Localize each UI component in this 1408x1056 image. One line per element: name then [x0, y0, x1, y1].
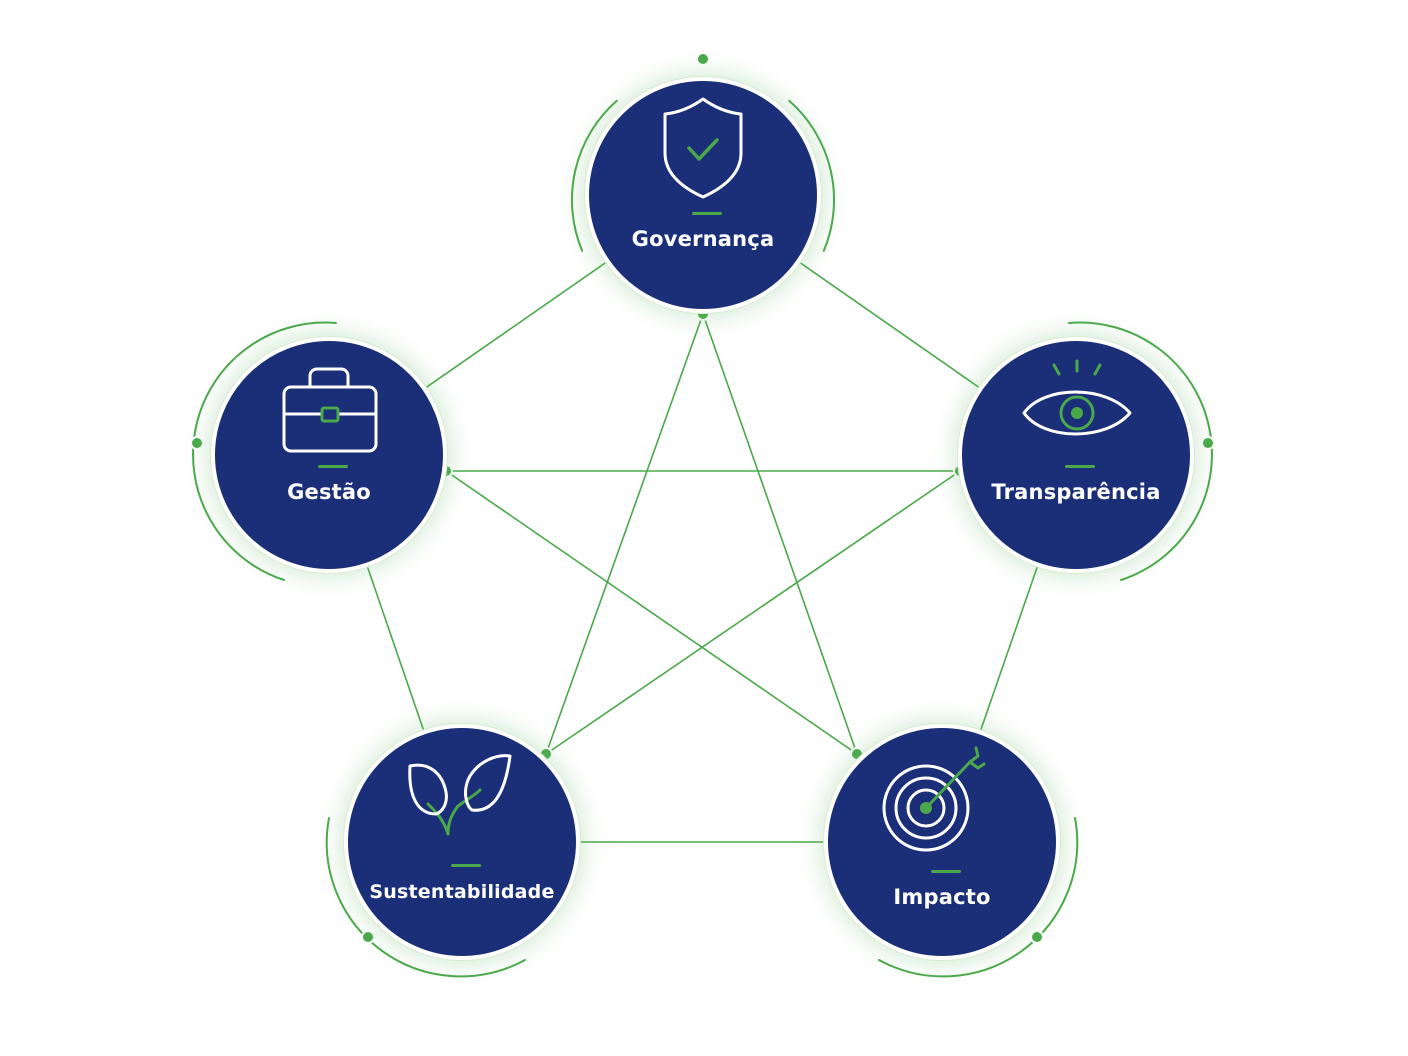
accent-dash: [451, 864, 481, 867]
orbit-dot-impacto: [1030, 930, 1044, 944]
orbit-dot-governanca: [696, 52, 710, 66]
node-gestao: Gestão: [211, 337, 447, 573]
orbit-arc-transparencia: [1068, 321, 1213, 581]
node-label-gestao: Gestão: [287, 480, 371, 504]
orbit-dot-transparencia: [1201, 436, 1215, 450]
node-sustentabilidade: Sustentabilidade: [344, 724, 580, 960]
node-transparencia: Transparência: [958, 337, 1194, 573]
orbit-dot-gestao: [190, 436, 204, 450]
accent-dash: [318, 465, 348, 468]
orbit-arc-governanca: [570, 99, 618, 252]
briefcase-icon: [282, 367, 378, 453]
eye-icon: [1022, 359, 1132, 436]
target-arrow-icon: [882, 746, 986, 852]
orbit-arc-impacto: [878, 817, 1079, 978]
node-impacto: Impacto: [824, 724, 1060, 960]
accent-dash: [692, 212, 722, 215]
star-line-transparencia-sustentabilidade: [545, 470, 961, 755]
shield-check-icon: [663, 97, 743, 199]
orbit-arc-sustentabilidade: [325, 817, 526, 978]
node-label-sustentabilidade: Sustentabilidade: [369, 881, 555, 903]
node-label-impacto: Impacto: [893, 885, 991, 909]
node-label-governanca: Governança: [631, 227, 775, 251]
node-label-transparencia: Transparência: [991, 480, 1161, 504]
star-line-gestao-impacto: [445, 470, 858, 755]
node-governanca: Governança: [585, 77, 821, 313]
sprout-icon: [408, 754, 512, 836]
accent-dash: [931, 870, 961, 873]
orbit-arc-governanca-2: [788, 99, 836, 252]
star-line-governanca-impacto: [702, 313, 858, 755]
orbit-arc-gestao: [192, 321, 337, 581]
orbit-dot-sustentabilidade: [361, 930, 375, 944]
star-line-governanca-sustentabilidade: [545, 313, 704, 755]
accent-dash: [1065, 465, 1095, 468]
